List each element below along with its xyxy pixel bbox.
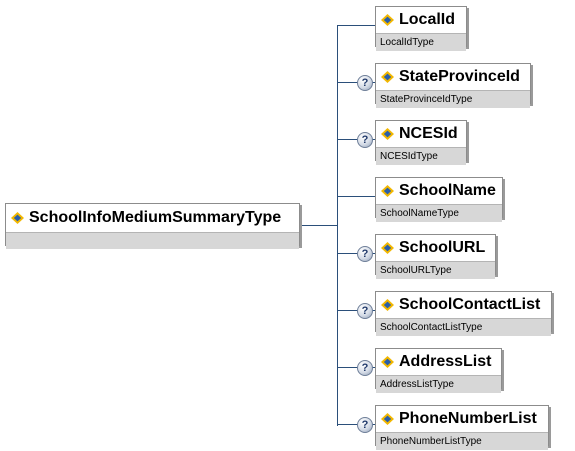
- element-name: StateProvinceId: [399, 68, 520, 85]
- element-name: PhoneNumberList: [399, 410, 537, 427]
- element-icon: [381, 299, 394, 311]
- element-icon: [381, 71, 394, 83]
- element-type: SchoolContactListType: [376, 318, 551, 336]
- element-type: AddressListType: [376, 375, 501, 393]
- optional-question-icon: ?: [357, 75, 373, 91]
- optional-question-icon: ?: [357, 303, 373, 319]
- element-name: SchoolName: [399, 182, 496, 199]
- element-node-phonenumberlist[interactable]: PhoneNumberList PhoneNumberListType: [375, 405, 549, 450]
- element-node-ncesid[interactable]: NCESId NCESIdType: [375, 120, 467, 165]
- element-node-schoolcontactlist[interactable]: SchoolContactList SchoolContactListType: [375, 291, 552, 336]
- element-type: NCESIdType: [376, 147, 466, 165]
- element-name: SchoolContactList: [399, 296, 541, 313]
- element-icon: [11, 212, 24, 224]
- root-type-band: [6, 232, 299, 249]
- element-name: SchoolURL: [399, 239, 486, 256]
- element-icon: [381, 242, 394, 254]
- root-type-node[interactable]: SchoolInfoMediumSummaryType: [5, 203, 300, 249]
- element-node-schoolname[interactable]: SchoolName SchoolNameType: [375, 177, 503, 222]
- element-node-localid[interactable]: LocalId LocalIdType: [375, 6, 467, 51]
- element-icon: [381, 14, 394, 26]
- element-type: PhoneNumberListType: [376, 432, 548, 450]
- element-icon: [381, 356, 394, 368]
- element-name: AddressList: [399, 353, 492, 370]
- element-icon: [381, 128, 394, 140]
- element-type: SchoolNameType: [376, 204, 502, 222]
- element-name: LocalId: [399, 11, 456, 28]
- element-type: StateProvinceIdType: [376, 90, 530, 108]
- optional-question-icon: ?: [357, 132, 373, 148]
- element-icon: [381, 185, 394, 197]
- element-icon: [381, 413, 394, 425]
- element-node-stateprovinceid[interactable]: StateProvinceId StateProvinceIdType: [375, 63, 531, 108]
- element-node-addresslist[interactable]: AddressList AddressListType: [375, 348, 502, 393]
- optional-question-icon: ?: [357, 417, 373, 433]
- element-node-schoolurl[interactable]: SchoolURL SchoolURLType: [375, 234, 496, 279]
- element-type: SchoolURLType: [376, 261, 495, 279]
- optional-question-icon: ?: [357, 246, 373, 262]
- root-type-name: SchoolInfoMediumSummaryType: [29, 209, 282, 226]
- element-type: LocalIdType: [376, 33, 466, 51]
- element-name: NCESId: [399, 125, 458, 142]
- optional-question-icon: ?: [357, 360, 373, 376]
